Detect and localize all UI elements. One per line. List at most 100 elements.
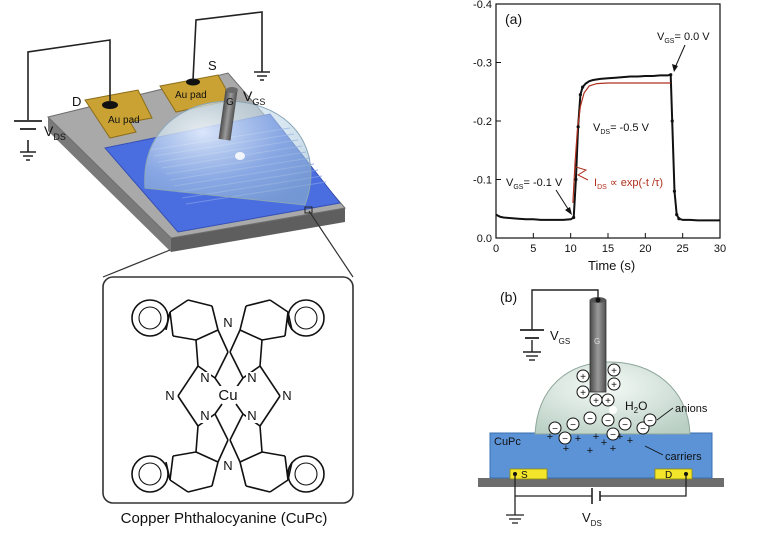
nitrogen-atom: N: [247, 408, 256, 423]
cation-icon: [607, 377, 621, 391]
cation-sign: +: [580, 388, 586, 399]
y-tick-label: -0.1: [473, 175, 492, 187]
annotation-vds: VDS= -0.5 V: [593, 122, 650, 136]
data-point: [677, 217, 681, 221]
anion-icon: [643, 413, 657, 427]
bond: [235, 403, 244, 415]
carrier-charge: +: [547, 431, 553, 443]
bond: [239, 329, 263, 341]
ds-circuit-wires: [514, 476, 687, 515]
bond: [259, 365, 281, 397]
source-contact-b: [509, 468, 548, 480]
fit-zigzag: [575, 166, 589, 181]
source-label: S: [208, 58, 217, 73]
x-tick-label: 5: [530, 243, 536, 255]
bond: [187, 485, 213, 493]
data-point: [578, 93, 582, 97]
bond: [229, 329, 241, 353]
gate-label: G: [226, 97, 234, 108]
x-tick-label: 30: [714, 243, 726, 255]
anion-icon: [583, 411, 597, 425]
panel-b-label: (b): [500, 289, 517, 305]
annotation-fit: IDS ∝ exp(-t /τ): [594, 177, 663, 191]
water-label: H2O: [625, 399, 647, 415]
bond: [195, 339, 199, 367]
vgs-battery-icon-b: [520, 329, 544, 339]
nitrogen-atom: N: [223, 315, 232, 330]
anion-sign: −: [605, 416, 611, 427]
anions-pointer: [656, 407, 674, 421]
data-point: [669, 73, 673, 77]
ring-fusion-bond: [287, 311, 293, 331]
droplet-dome: [144, 100, 312, 206]
anion-sign: −: [562, 434, 568, 445]
carriers-pointer: [644, 445, 664, 456]
atom-bg: [164, 390, 176, 403]
atom-bg: [222, 460, 234, 473]
substrate-front-face: [171, 208, 345, 252]
bond: [172, 451, 197, 457]
anion-icon: [566, 417, 580, 431]
atom-bg: [199, 410, 211, 423]
nitrogen-atom: N: [282, 388, 291, 403]
cation-sign: +: [580, 372, 586, 383]
anion-sign: −: [610, 430, 616, 441]
source-contact: [186, 78, 200, 86]
cupc-structure: [131, 299, 325, 493]
cation-icon: [576, 369, 590, 383]
bond: [217, 329, 229, 353]
gate-electrode-b: [589, 299, 607, 393]
bond: [229, 439, 241, 463]
benzene-ring-inner: [138, 462, 162, 486]
device-3d: Au pad Au pad G D S VDS: [14, 11, 346, 252]
ground-icon-right: [254, 71, 270, 81]
anion-sign: −: [647, 416, 653, 427]
vds-battery-icon-b: [591, 488, 601, 504]
vgs-label-b: VGS: [550, 328, 570, 346]
carrier-charge: +: [610, 443, 616, 455]
bond: [214, 413, 229, 441]
y-tick-label: -0.4: [473, 0, 492, 11]
drain-contact-b: [654, 468, 693, 480]
annotation-vgs-final: VGS= 0.0 V: [657, 31, 710, 45]
cation-icon: [601, 393, 615, 407]
source-node-b: [513, 472, 517, 476]
molecule-caption: Copper Phthalocyanine (CuPc): [120, 510, 328, 527]
copper-atom: Cu: [218, 387, 237, 404]
vds-battery-icon: [14, 120, 42, 130]
y-ticks: 0.0-0.1-0.2-0.3-0.4: [473, 0, 501, 245]
anion-sign: −: [570, 420, 576, 431]
anion-sign: −: [622, 420, 628, 431]
bond: [229, 351, 244, 379]
carrier-charge: +: [587, 445, 593, 457]
ground-icon-b-top: [523, 351, 541, 361]
dome-highlight: [235, 152, 245, 160]
bond: [169, 455, 174, 481]
carriers-label: carriers: [665, 451, 702, 463]
benzene-ring: [287, 455, 325, 493]
nitrogen-atom: N: [247, 370, 256, 385]
source-pad-label: Au pad: [175, 90, 207, 101]
anion-sign: −: [587, 414, 593, 425]
benzene-ring-inner: [138, 306, 162, 330]
arrowhead-vgs-initial: [565, 207, 572, 215]
anion-icon: [548, 421, 562, 435]
y-tick-label: 0.0: [477, 233, 492, 245]
drain-label: D: [72, 94, 81, 109]
benzene-ring: [287, 299, 325, 337]
drain-pad: [84, 89, 153, 139]
bond: [195, 451, 219, 463]
bond: [245, 485, 271, 493]
device-wires: [27, 11, 263, 152]
bond: [259, 339, 263, 367]
ground-icon-left: [20, 151, 36, 161]
x-axis-label: Time (s): [588, 258, 635, 273]
x-tick-label: 25: [677, 243, 689, 255]
bond: [229, 413, 244, 441]
data-point: [675, 213, 679, 217]
carrier-charge: +: [617, 431, 623, 443]
bond: [239, 461, 247, 487]
